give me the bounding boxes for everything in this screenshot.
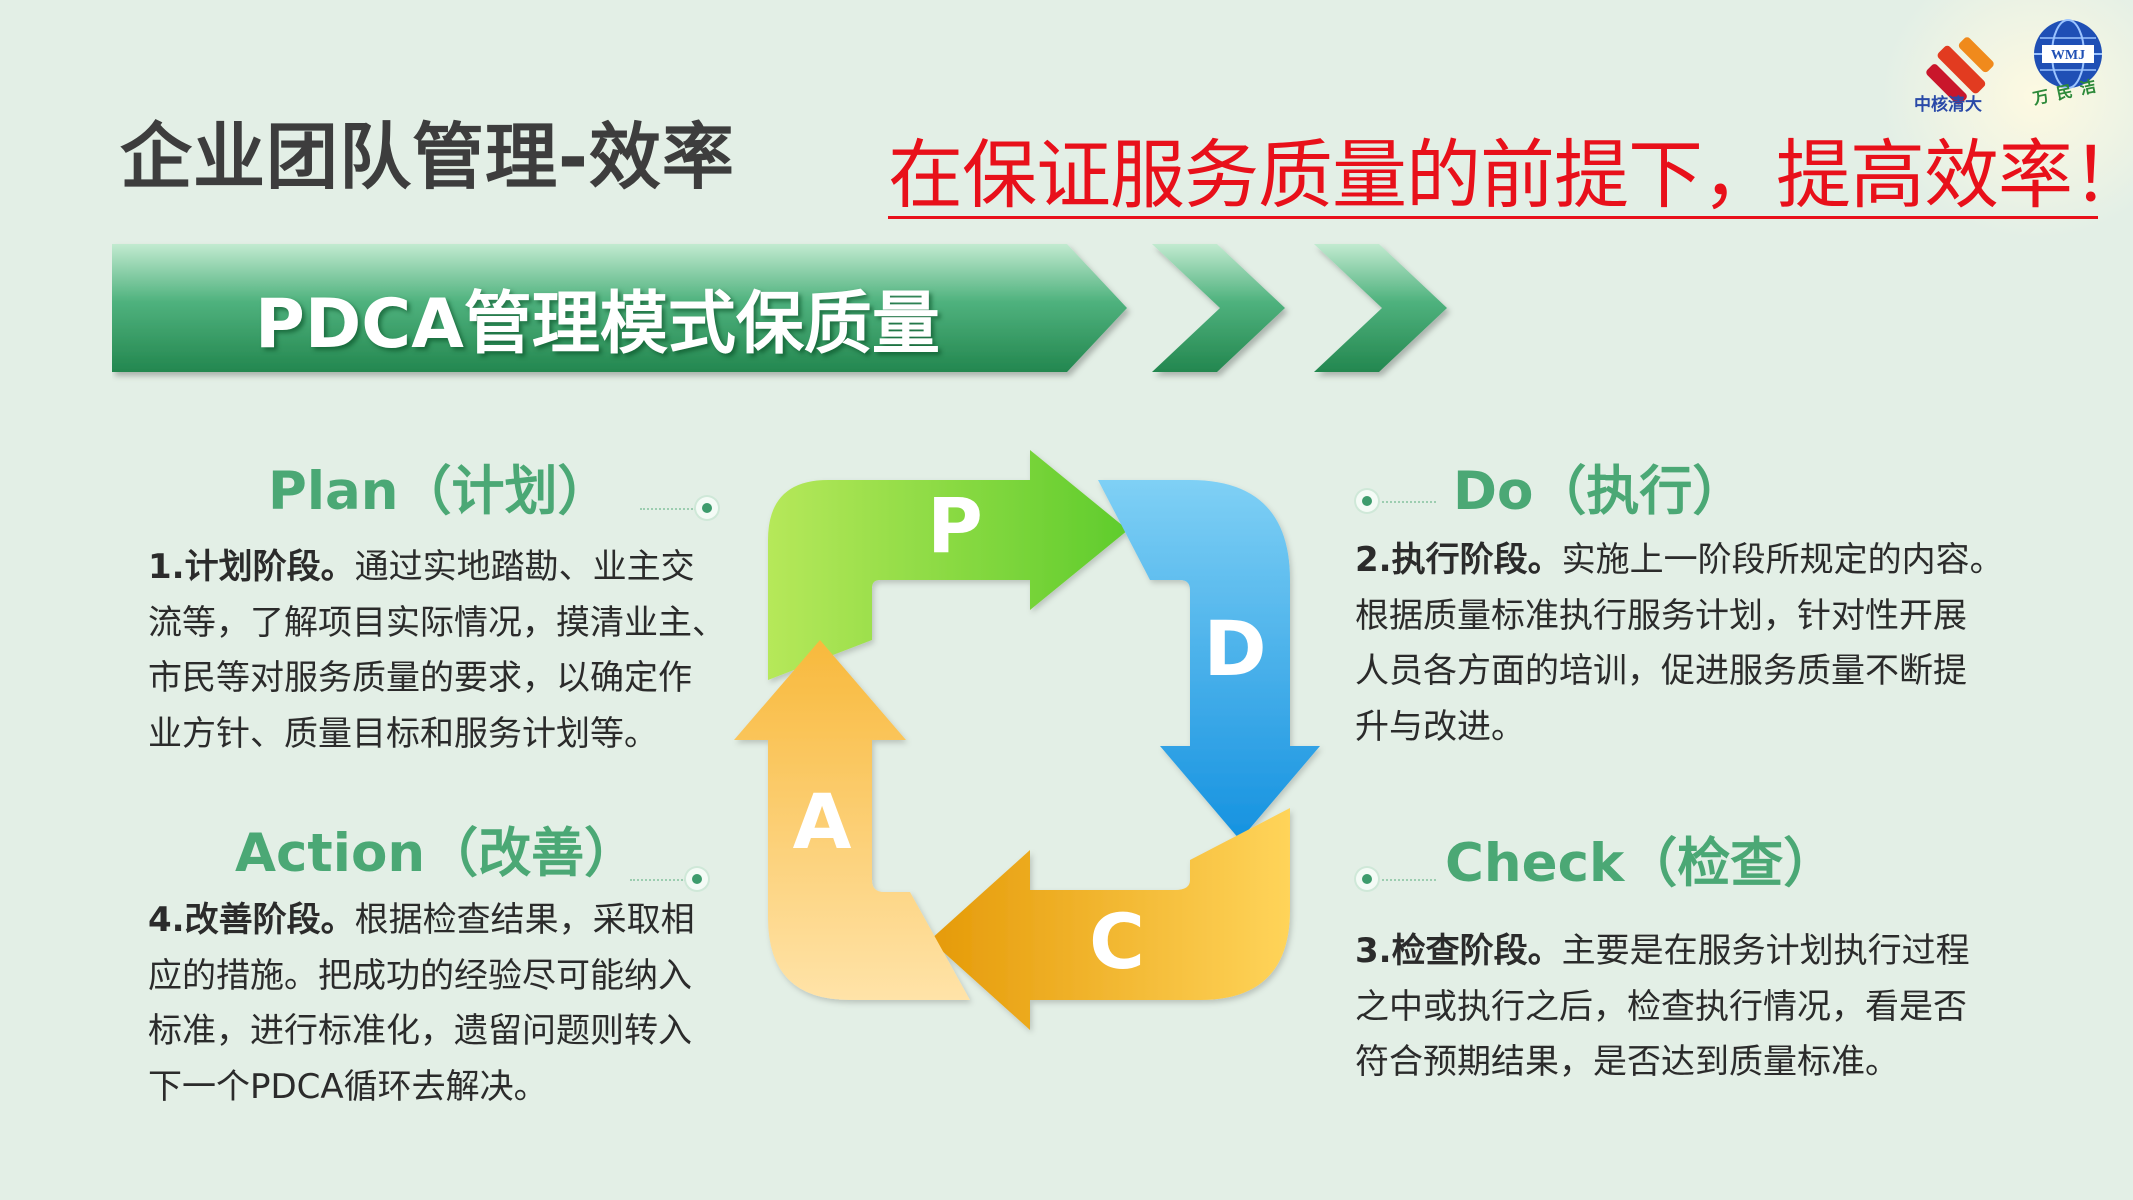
do-lead: 2.执行阶段。 <box>1355 540 1562 580</box>
plan-connector-dot <box>696 497 718 519</box>
do-arrow <box>1098 480 1320 840</box>
action-arrow <box>734 640 970 1000</box>
do-line-3: 人员各方面的培训，促进服务质量不断提 <box>1355 651 1967 691</box>
check-heading: Check（检查） <box>1445 833 1837 894</box>
action-description: 4.改善阶段。根据检查结果，采取相 应的措施。把成功的经验尽可能纳入 标准，进行… <box>148 893 748 1115</box>
plan-line-3: 市民等对服务质量的要求，以确定作 <box>148 658 692 698</box>
zhonghe-qingda-logo <box>1926 37 1994 105</box>
check-line-1-text: 主要是在服务计划执行过程 <box>1561 931 1970 971</box>
do-line-2: 根据质量标准执行服务计划，针对性开展 <box>1355 595 1967 636</box>
banner-text: PDCA管理模式保质量 <box>255 285 940 364</box>
action-line-2: 应的措施。把成功的经验尽可能纳入 <box>148 955 692 996</box>
plan-line-1-text: 通过实地踏勘、业主交 <box>354 547 695 587</box>
check-line-1: 3.检查阶段。主要是在服务计划执行过程 <box>1355 924 2055 980</box>
cycle-letter-c: C <box>1089 897 1145 986</box>
action-line-1: 4.改善阶段。根据检查结果，采取相 <box>148 893 748 949</box>
wmj-globe-logo: WMJ <box>2034 19 2102 89</box>
plan-connector <box>640 497 720 521</box>
plan-lead: 1.计划阶段。 <box>148 547 355 587</box>
check-description: 3.检查阶段。主要是在服务计划执行过程 之中或执行之后，检查执行情况，看是否 符… <box>1355 924 2055 1091</box>
cycle-letter-p: P <box>927 481 983 570</box>
banner-body-arrow <box>112 244 1127 372</box>
action-connector-dot <box>686 868 708 890</box>
check-line-3: 符合预期结果，是否达到质量标准。 <box>1355 1042 1899 1082</box>
action-line-1-text: 根据检查结果，采取相 <box>354 900 695 940</box>
banner-chevron-2 <box>1314 244 1447 372</box>
slogan-underline <box>888 216 2098 219</box>
plan-line-2: 流等，了解项目实际情况，摸清业主、 <box>148 602 726 643</box>
action-lead: 4.改善阶段。 <box>148 900 355 940</box>
plan-description: 1.计划阶段。通过实地踏勘、业主交 流等，了解项目实际情况，摸清业主、 市民等对… <box>148 540 748 762</box>
check-lead: 3.检查阶段。 <box>1355 931 1562 971</box>
check-arrow <box>930 808 1290 1030</box>
check-connector-dot <box>1356 868 1378 890</box>
slogan: 在保证服务质量的前提下，提高效率！ <box>888 131 2133 219</box>
do-line-4: 升与改进。 <box>1355 706 1525 747</box>
do-connector <box>1356 490 1436 514</box>
action-heading: Action（改善） <box>235 823 638 884</box>
page-title: 企业团队管理-效率 <box>120 115 735 199</box>
do-description: 2.执行阶段。实施上一阶段所规定的内容。 根据质量标准执行服务计划，针对性开展 … <box>1355 533 2055 755</box>
check-line-2: 之中或执行之后，检查执行情况，看是否 <box>1355 986 1967 1027</box>
do-line-1-text: 实施上一阶段所规定的内容。 <box>1561 540 2004 580</box>
check-connector <box>1356 868 1436 892</box>
do-heading: Do（执行） <box>1453 461 1746 522</box>
cycle-letter-d: D <box>1203 604 1266 693</box>
zhonghe-qingda-label: 中核清大 <box>1914 95 1982 115</box>
do-connector-dot <box>1356 490 1378 512</box>
action-connector <box>630 868 710 892</box>
plan-arrow <box>768 450 1128 680</box>
action-line-3: 标准，进行标准化，遗留问题则转入 <box>148 1011 692 1051</box>
cycle-letter-a: A <box>793 777 852 866</box>
pdca-banner <box>112 244 1447 372</box>
plan-line-4: 业方针、质量目标和服务计划等。 <box>148 713 658 754</box>
wmj-mark: WMJ <box>2051 48 2085 63</box>
pdca-cycle-diagram: P D C A <box>734 450 1320 1030</box>
do-line-1: 2.执行阶段。实施上一阶段所规定的内容。 <box>1355 533 2055 589</box>
action-line-4: 下一个PDCA循环去解决。 <box>148 1066 548 1107</box>
plan-heading: Plan（计划） <box>268 461 611 522</box>
banner-chevron-1 <box>1152 244 1285 372</box>
plan-line-1: 1.计划阶段。通过实地踏勘、业主交 <box>148 540 748 596</box>
